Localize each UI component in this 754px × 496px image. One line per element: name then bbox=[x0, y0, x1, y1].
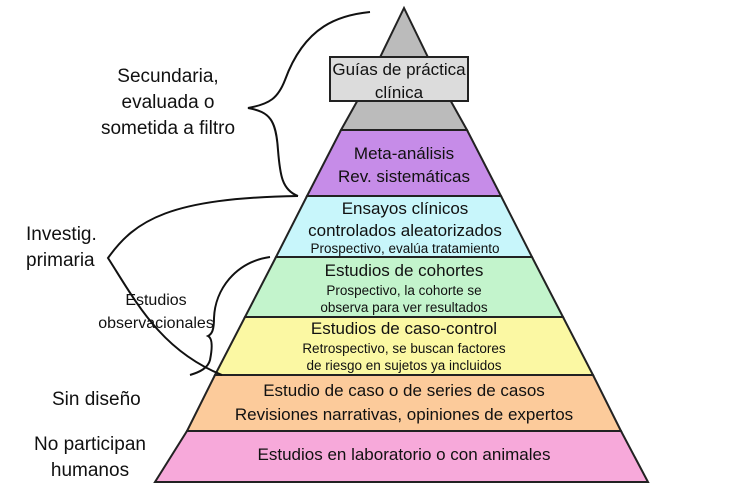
level-guias-label: Guías de práctica clínica bbox=[329, 60, 469, 102]
side-sin-diseno-line-1: Sin diseño bbox=[52, 389, 141, 410]
level-ensayos-line-1: Ensayos clínicos bbox=[341, 199, 469, 218]
side-secundaria-line-2: evaluada o bbox=[121, 91, 215, 113]
level-caso-control-line-1: Estudios de caso-control bbox=[310, 319, 498, 338]
level-meta-line-2: Rev. sistemáticas bbox=[338, 166, 470, 186]
side-observacionales-line-1: Estudios bbox=[125, 292, 187, 309]
level-caso-control-sub-1: Retrospectivo, se buscan factores bbox=[302, 340, 506, 356]
level-laboratorio-label: Estudios en laboratorio o con animales bbox=[214, 445, 594, 465]
level-ensayos-sub-1: Prospectivo, evalúa tratamiento bbox=[310, 241, 500, 257]
level-caso-control-label: Estudios de caso-control Retrospectivo, … bbox=[259, 319, 549, 374]
side-label-primaria: Investig. primaria bbox=[26, 224, 97, 273]
side-secundaria-line-1: Secundaria, bbox=[117, 66, 219, 87]
level-cohortes-line-1: Estudios de cohortes bbox=[324, 261, 484, 280]
pyramid-level-laboratorio bbox=[153, 430, 650, 483]
side-no-participan-line-1: No participan bbox=[34, 434, 146, 455]
level-series-line-1: Estudio de caso o de series de casos bbox=[263, 381, 545, 400]
side-no-participan-line-2: humanos bbox=[50, 459, 130, 481]
side-observacionales-line-2: observacionales bbox=[98, 315, 214, 333]
level-ensayos-line-2: controlados aleatorizados bbox=[308, 220, 502, 240]
side-label-observacionales: Estudios observacionales bbox=[88, 291, 224, 333]
level-series-label: Estudio de caso o de series de casos Rev… bbox=[214, 381, 594, 424]
side-primaria-line-2: primaria bbox=[26, 249, 95, 271]
level-ensayos-label: Ensayos clínicos controlados aleatorizad… bbox=[280, 199, 530, 257]
level-cohortes-label: Estudios de cohortes Prospectivo, la coh… bbox=[274, 261, 534, 316]
side-secundaria-line-3: sometida a filtro bbox=[100, 117, 236, 139]
brace-secundaria bbox=[247, 11, 371, 197]
side-label-sin-diseno: Sin diseño bbox=[52, 389, 141, 412]
side-primaria-line-1: Investig. bbox=[26, 224, 97, 245]
brace-observacionales bbox=[189, 256, 271, 376]
level-meta-label: Meta-análisis Rev. sistemáticas bbox=[304, 144, 504, 186]
level-guias-line-1: Guías de práctica bbox=[332, 60, 466, 79]
guias-box bbox=[329, 56, 469, 102]
level-meta-line-1: Meta-análisis bbox=[353, 144, 455, 163]
side-label-secundaria: Secundaria, evaluada o sometida a filtro bbox=[88, 66, 248, 140]
level-caso-control-sub-2: de riesgo en sujetos ya incluidos bbox=[306, 358, 502, 374]
level-series-line-2: Revisiones narrativas, opiniones de expe… bbox=[234, 404, 574, 424]
level-guias-line-2: clínica bbox=[374, 82, 424, 102]
level-cohortes-sub-2: observa para ver resultados bbox=[320, 300, 488, 316]
level-cohortes-sub-1: Prospectivo, la cohorte se bbox=[326, 282, 482, 298]
level-laboratorio-line-1: Estudios en laboratorio o con animales bbox=[257, 445, 551, 464]
side-label-no-participan: No participan humanos bbox=[26, 434, 154, 483]
brace-primaria bbox=[106, 195, 299, 376]
